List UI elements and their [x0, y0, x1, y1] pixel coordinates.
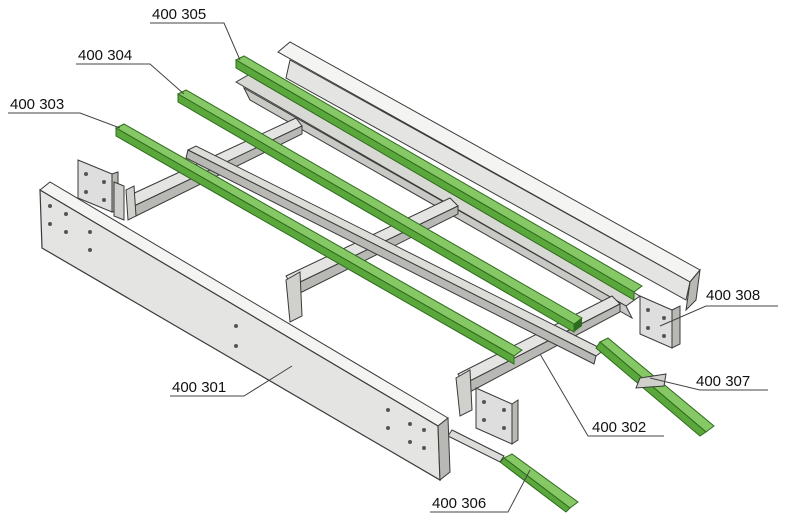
back-inner-bracket-lip [242, 86, 634, 320]
back-wall-end [685, 268, 701, 312]
callout-400-301: 400 301 [170, 365, 293, 397]
front-side-wall [39, 181, 451, 482]
rail-400-307 [595, 337, 715, 437]
callout-label: 400 305 [152, 6, 206, 23]
callout-label: 400 306 [432, 495, 486, 512]
back-side-wall [234, 41, 701, 320]
mounting-plate-front [475, 387, 519, 445]
mounting-plate-right [639, 295, 681, 349]
mounting-plates [77, 159, 681, 445]
callout-400-302: 400 302 [539, 353, 664, 437]
callout-label: 400 304 [78, 47, 132, 64]
callout-label: 400 302 [592, 419, 646, 436]
callout-400-303: 400 303 [8, 96, 121, 129]
rail-400-304 [176, 89, 583, 333]
callouts: 400 305 400 304 400 303 400 308 400 307 … [8, 6, 778, 513]
rail-400-306 [447, 429, 579, 513]
callout-label: 400 301 [172, 379, 226, 396]
callout-400-308: 400 308 [659, 287, 778, 327]
callout-label: 400 308 [706, 287, 760, 304]
callout-label: 400 303 [10, 96, 64, 113]
center-longitudinal-member [185, 145, 605, 365]
mounting-plate-left [77, 159, 125, 221]
callout-label: 400 307 [696, 373, 750, 390]
back-wall-face [285, 59, 691, 301]
front-wall-holes [48, 204, 426, 450]
callout-400-306: 400 306 [430, 469, 531, 513]
front-wall-end [437, 416, 451, 482]
callout-400-305: 400 305 [150, 6, 241, 61]
callout-400-307: 400 307 [649, 373, 768, 391]
callout-400-304: 400 304 [76, 47, 185, 95]
rail-400-305 [234, 55, 643, 301]
back-wall-top-flange [277, 41, 701, 283]
rail-400-303 [114, 123, 523, 365]
